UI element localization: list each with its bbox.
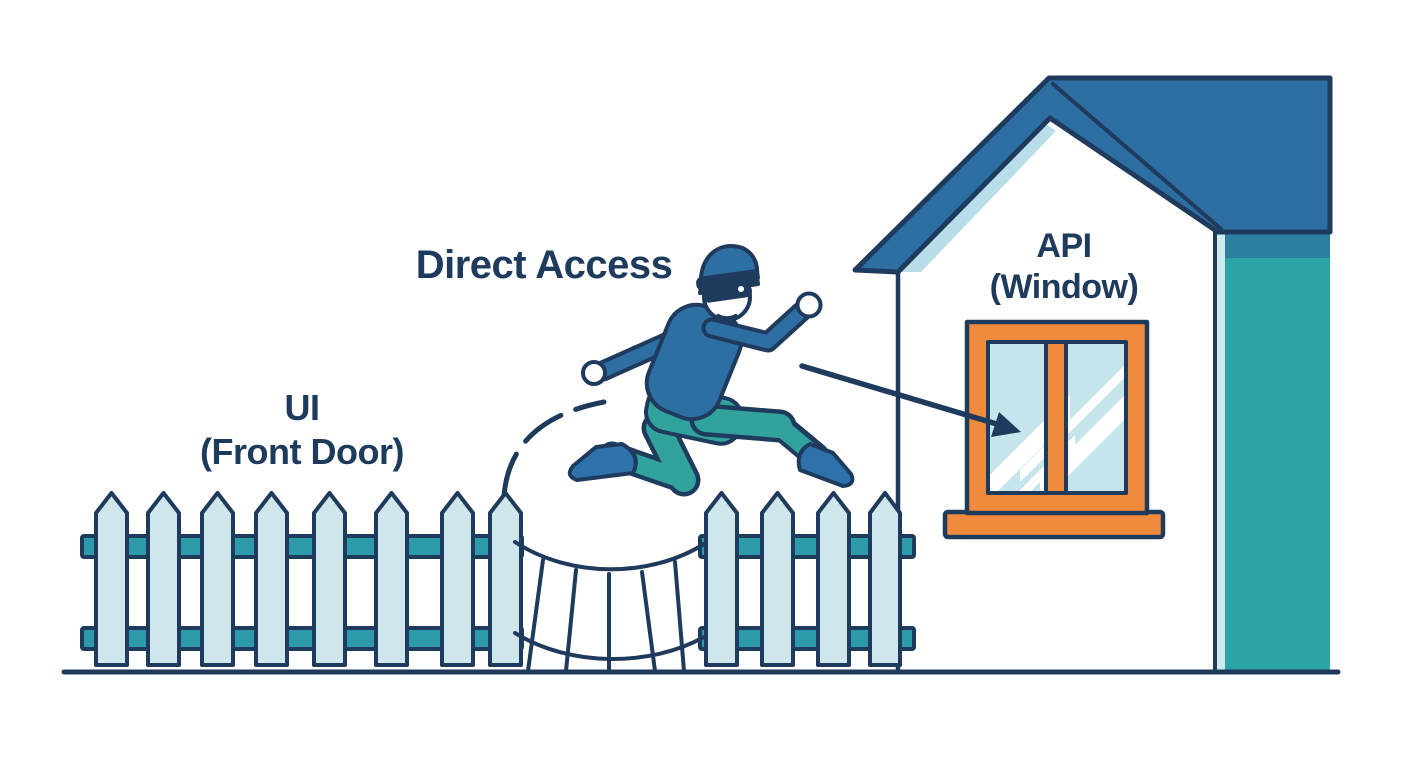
ui-label-line1: UI [284, 387, 321, 428]
burglar-back-shoe [567, 442, 638, 482]
gable-trim [901, 122, 1056, 272]
fence-picket [312, 491, 347, 667]
fence-picket [816, 491, 851, 667]
fence-picket [488, 491, 523, 667]
api-window-label: API (Window) [914, 226, 1214, 308]
house-side-wall [1213, 230, 1330, 674]
side-wall-corner-highlight [1217, 232, 1225, 672]
side-wall-face [1215, 232, 1330, 672]
beanie-band [696, 269, 760, 291]
burglar-eye [738, 286, 744, 292]
fence-picket [146, 491, 181, 667]
fence-picket [94, 491, 129, 667]
api-window [942, 319, 1166, 540]
direct-access-arrow [799, 363, 1021, 437]
fence-picket [200, 491, 235, 667]
burglar-front-fist [795, 291, 823, 319]
direct-access-label: Direct Access [394, 243, 694, 287]
burglar-back-hand [581, 360, 607, 386]
window-sill [942, 509, 1166, 540]
fence [80, 491, 916, 673]
burglar-front-arm [701, 291, 823, 353]
burglar [567, 244, 855, 497]
fence-picket [868, 491, 902, 667]
ui-front-door-label: UI (Front Door) [152, 386, 452, 474]
burglar-mouth [716, 313, 738, 319]
window-mullion [1044, 340, 1068, 495]
arrowhead [991, 412, 1021, 437]
house [852, 75, 1333, 675]
fence-picket [374, 491, 409, 667]
roof-ridge-line [1051, 82, 1223, 231]
api-label-line2: (Window) [989, 268, 1139, 306]
fence-net [513, 540, 706, 673]
roof [852, 75, 1333, 275]
side-wall-shadow-band [1215, 232, 1330, 258]
fence-picket [704, 491, 739, 667]
fence-picket [440, 491, 475, 667]
fence-picket [254, 491, 289, 667]
burglar-back-leg [567, 411, 701, 497]
direct-access-text: Direct Access [415, 243, 673, 287]
burglar-front-shoe [796, 442, 855, 488]
ui-label-line2: (Front Door) [200, 431, 404, 472]
burglar-head [696, 244, 760, 322]
api-label-line1: API [1036, 227, 1092, 265]
jump-trajectory-arc [501, 399, 607, 499]
fence-picket [760, 491, 795, 667]
burglar-front-leg [689, 403, 855, 488]
